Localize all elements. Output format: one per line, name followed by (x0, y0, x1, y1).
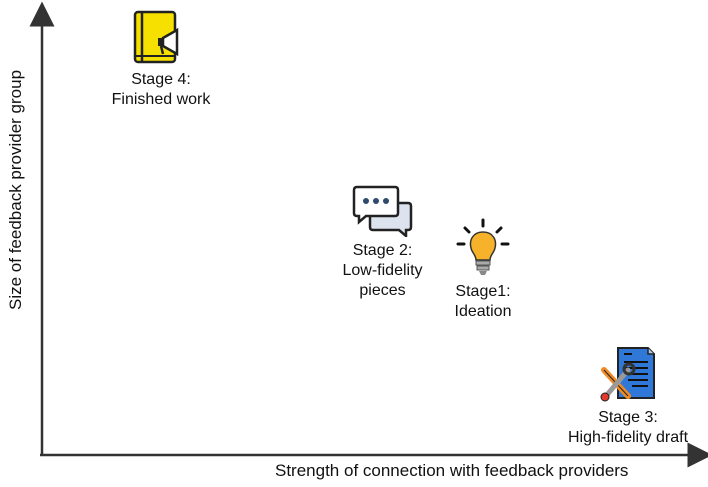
stage-3: Stage 3: High-fidelity draft (548, 346, 708, 448)
stage-1-line1: Stage1: (455, 283, 511, 300)
stage-2-line2: Low-fidelity (342, 262, 423, 279)
stage-2: Stage 2: Low-fidelity pieces (300, 185, 465, 301)
stage-2-line1: Stage 2: (352, 242, 413, 259)
stage-1: Stage1: Ideation (428, 218, 538, 322)
stage-4-line1: Stage 4: (131, 71, 191, 88)
stage-3-line1: Stage 3: (598, 409, 658, 426)
chat-bubbles-icon (352, 185, 412, 237)
document-tools-icon (600, 347, 655, 402)
book-megaphone-icon (133, 10, 179, 64)
lightbulb-icon (456, 218, 510, 275)
stage-4: Stage 4: Finished work (86, 8, 236, 110)
stage-2-line3: pieces (359, 282, 406, 299)
x-axis-label: Strength of connection with feedback pro… (275, 461, 629, 480)
y-axis-label: Size of feedback provider group (6, 69, 25, 310)
stage-1-line2: Ideation (454, 303, 512, 320)
stage-3-line2: High-fidelity draft (567, 429, 689, 446)
stage-4-line2: Finished work (111, 91, 211, 108)
